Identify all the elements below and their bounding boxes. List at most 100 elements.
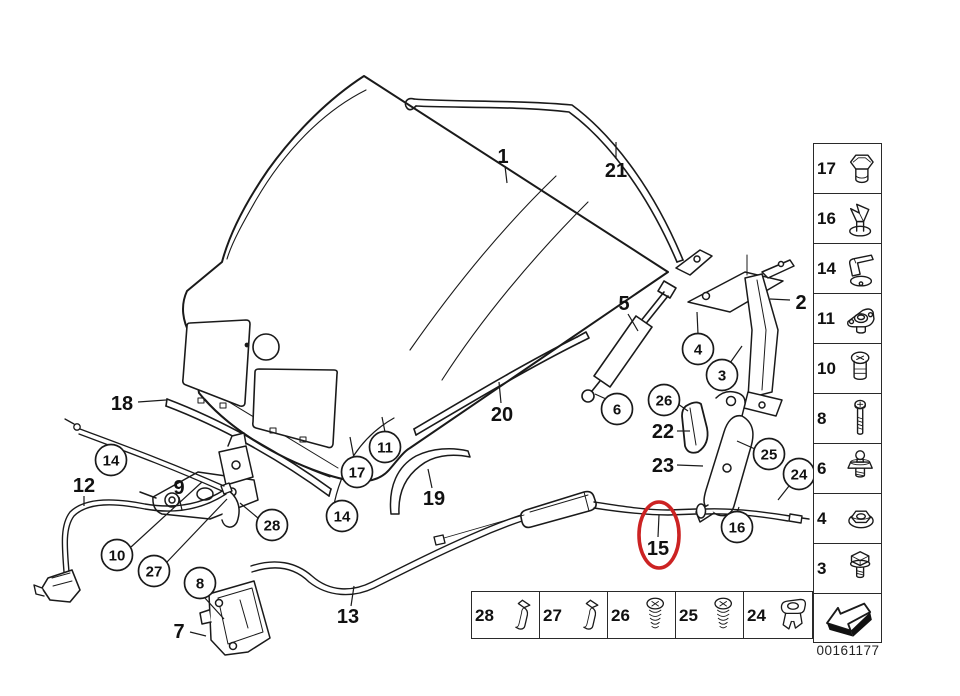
callout-number: 7: [173, 621, 184, 643]
callout-leader: [657, 514, 660, 538]
callout-10[interactable]: 10: [100, 481, 203, 572]
flange-nut-icon: [848, 510, 874, 528]
callout-circle: [255, 508, 289, 542]
callout-20[interactable]: 20: [491, 381, 513, 426]
callout-number: 18: [111, 393, 133, 415]
cap-nut-icon: [849, 153, 874, 183]
legend-part-number: 17: [817, 159, 836, 178]
legend-cell-28[interactable]: 28: [472, 592, 540, 638]
callout-circle: [183, 566, 217, 600]
callout-number: 23: [652, 455, 674, 477]
callout-circle: [752, 437, 786, 471]
callout-15[interactable]: 15: [637, 500, 681, 570]
legend-part-number: 16: [817, 209, 836, 228]
callout-1[interactable]: 1: [497, 146, 509, 184]
callout-number: 24: [791, 466, 808, 483]
callout-number: 13: [337, 606, 359, 628]
callout-number: 8: [196, 575, 204, 592]
ball-stud-icon: [847, 449, 873, 478]
legend-part-number: 14: [817, 259, 836, 278]
callout-circle: [325, 499, 359, 533]
highlight-ellipse: [637, 500, 681, 570]
release-cable-12: [33, 482, 233, 603]
legend-cell-27[interactable]: 27: [540, 592, 608, 638]
legend-cell-direction-arrow[interactable]: [814, 594, 881, 642]
callout-27[interactable]: 27: [137, 498, 228, 588]
callout-leader: [696, 311, 699, 335]
callout-12[interactable]: 12: [73, 475, 95, 506]
legend-cell-24[interactable]: 24: [744, 592, 812, 638]
callout-number: 5: [618, 293, 629, 315]
legend-part-number: 6: [817, 459, 827, 478]
callout-16[interactable]: 16: [720, 506, 754, 544]
legend-cell-10[interactable]: 10: [814, 344, 881, 394]
callout-leader: [349, 436, 355, 459]
callout-number: 27: [146, 563, 163, 580]
callout-21[interactable]: 21: [605, 142, 627, 182]
legend-cell-25[interactable]: 25: [676, 592, 744, 638]
callout-leader: [239, 502, 259, 519]
long-bolt-icon: [854, 399, 867, 435]
callout-23[interactable]: 23: [652, 455, 704, 477]
callout-3[interactable]: 3: [705, 345, 743, 392]
expanding-clip-icon: [849, 203, 872, 237]
callout-number: 2: [795, 292, 806, 314]
callout-number: 14: [103, 452, 120, 469]
callout-number: 28: [264, 517, 281, 534]
legend-cell-6[interactable]: 6: [814, 444, 881, 494]
callout-24[interactable]: 24: [777, 457, 816, 501]
callout-leader: [189, 631, 207, 637]
bracket-23: [695, 390, 754, 523]
callout-19[interactable]: 19: [423, 468, 445, 510]
legend-cell-11[interactable]: 11: [814, 294, 881, 344]
callout-leader: [676, 464, 704, 467]
callout-circle: [137, 554, 171, 588]
legend-cell-16[interactable]: 16: [814, 194, 881, 244]
seal-strip-21: [404, 97, 684, 263]
callout-leader: [381, 416, 386, 433]
legend-part-number: 24: [747, 605, 766, 625]
callout-11[interactable]: 11: [368, 416, 402, 464]
callout-circle: [340, 455, 374, 489]
legend-cell-14[interactable]: 14: [814, 244, 881, 294]
bowden-cable-14: [64, 418, 225, 492]
callout-14[interactable]: 14: [325, 499, 359, 533]
callout-4[interactable]: 4: [681, 311, 715, 366]
legend-cell-4[interactable]: 4: [814, 494, 881, 544]
release-cable-13: [250, 490, 810, 596]
callout-leader: [736, 440, 756, 450]
legend-cell-3[interactable]: 3: [814, 544, 881, 594]
legend-part-number: 28: [475, 605, 494, 625]
callout-18[interactable]: 18: [111, 393, 167, 415]
callout-leader: [594, 393, 607, 400]
callout-5[interactable]: 5: [618, 293, 639, 332]
callout-28[interactable]: 28: [239, 502, 289, 542]
callout-number: 16: [729, 519, 746, 536]
callout-leader: [203, 596, 225, 620]
callout-14[interactable]: 14: [94, 443, 128, 477]
legend-part-number: 3: [817, 559, 827, 578]
hood-latch-9: [139, 432, 259, 528]
callout-26[interactable]: 26: [647, 383, 689, 417]
callout-circle: [647, 383, 681, 417]
callout-7[interactable]: 7: [173, 621, 207, 643]
legend-cell-8[interactable]: 8: [814, 394, 881, 444]
hinge-assembly-2: [675, 249, 795, 417]
callout-8[interactable]: 8: [183, 566, 225, 620]
clamp-clip-icon: [848, 253, 874, 287]
callout-25[interactable]: 25: [736, 437, 786, 471]
callout-17[interactable]: 17: [340, 436, 374, 489]
legend-cell-26[interactable]: 26: [608, 592, 676, 638]
callout-number: 10: [109, 547, 126, 564]
callout-9[interactable]: 9: [173, 477, 185, 511]
callout-circle: [368, 430, 402, 464]
callout-leader: [504, 165, 508, 184]
callout-13[interactable]: 13: [337, 585, 359, 628]
legend-cell-17[interactable]: 17: [814, 144, 881, 194]
callout-22[interactable]: 22: [652, 421, 690, 443]
callout-2[interactable]: 2: [769, 292, 807, 314]
callout-6[interactable]: 6: [594, 392, 634, 426]
pan-screw-icon: [646, 597, 665, 629]
